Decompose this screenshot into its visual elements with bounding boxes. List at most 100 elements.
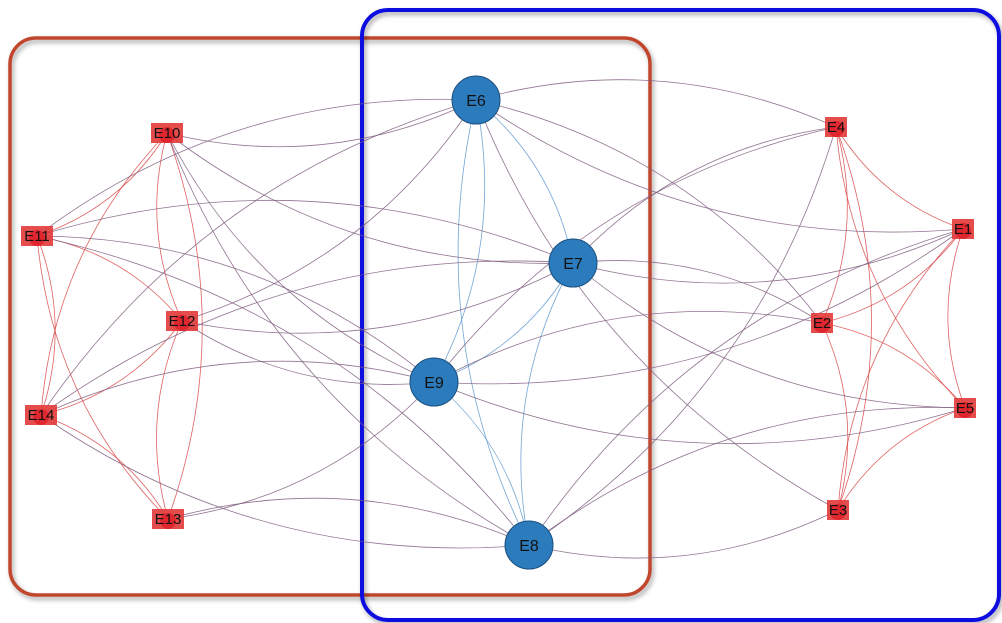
edge-E3-E4 — [835, 126, 872, 511]
edge-E7-E2 — [572, 260, 823, 324]
node-e3[interactable]: E3 — [827, 500, 849, 520]
node-e1[interactable]: E1 — [952, 219, 974, 239]
edge-E7-E11 — [36, 199, 574, 264]
edge-E8-E9 — [433, 381, 530, 546]
node-dot — [33, 409, 49, 425]
edge-E9-E14 — [40, 360, 435, 416]
node-e2[interactable]: E2 — [811, 313, 833, 333]
edge-E6-E14 — [40, 99, 477, 416]
edge-E8-E1 — [528, 228, 964, 546]
node-e6[interactable]: E6 — [451, 75, 501, 125]
edge-E7-E1 — [572, 228, 964, 284]
node-label: E11 — [24, 228, 50, 245]
node-label: E12 — [169, 313, 196, 330]
edge-E9-E4 — [433, 126, 837, 383]
node-e8[interactable]: E8 — [504, 520, 554, 570]
node-label: E13 — [155, 511, 182, 528]
edge-E12-E13 — [156, 320, 183, 520]
edge-E1-E3 — [837, 228, 964, 511]
edge-E9-E13 — [167, 381, 435, 520]
edge-E6-E9 — [433, 99, 486, 383]
node-e14[interactable]: E14 — [25, 405, 57, 425]
edge-E7-E10 — [166, 132, 574, 264]
edge-E7-E4 — [572, 126, 837, 264]
edge-E4-E5 — [835, 126, 966, 409]
node-dot — [159, 127, 175, 143]
node-dot — [814, 317, 830, 333]
node-dot — [828, 121, 844, 137]
node-dot — [830, 504, 846, 520]
edge-E13-E14 — [40, 414, 169, 520]
node-label: E3 — [829, 502, 847, 519]
blue-group-boundary — [360, 8, 1001, 622]
edge-E10-E13 — [166, 132, 203, 520]
edge-E8-E3 — [528, 509, 839, 559]
node-label: E5 — [956, 400, 974, 417]
node-label: E9 — [424, 375, 444, 392]
edge-E7-E12 — [181, 262, 574, 334]
node-e11[interactable]: E11 — [21, 226, 53, 246]
node-dot — [29, 230, 45, 246]
edge-E8-E14 — [40, 414, 530, 549]
node-label: E14 — [28, 407, 55, 424]
edge-E3-E5 — [837, 407, 966, 511]
edge-E7-E9 — [433, 262, 574, 383]
node-e4[interactable]: E4 — [825, 117, 847, 137]
edge-E9-E12 — [181, 320, 435, 385]
edge-E7-E5 — [572, 262, 966, 409]
red-group-boundary — [8, 36, 652, 597]
edge-E9-E11 — [36, 235, 435, 383]
edge-E6-E2 — [475, 99, 823, 324]
node-circle — [451, 75, 501, 125]
node-label: E6 — [466, 93, 486, 110]
node-dot — [955, 223, 971, 239]
edge-E6-E8 — [457, 99, 530, 546]
edge-E8-E10 — [166, 132, 530, 546]
node-label: E8 — [519, 538, 539, 555]
node-dot — [174, 315, 190, 331]
edge-E9-E10 — [166, 132, 435, 383]
node-e10[interactable]: E10 — [151, 123, 183, 143]
node-label: E2 — [813, 315, 831, 332]
edge-E6-E1 — [475, 99, 964, 233]
edge-E12-E14 — [40, 320, 183, 416]
edge-E8-E11 — [36, 235, 530, 546]
edge-E11-E14 — [36, 235, 56, 416]
node-e13[interactable]: E13 — [152, 509, 184, 529]
edge-E9-E5 — [433, 381, 966, 445]
edge-E1-E2 — [821, 228, 964, 324]
node-circle — [504, 520, 554, 570]
node-e7[interactable]: E7 — [548, 238, 598, 288]
edge-E7-E8 — [520, 262, 574, 546]
node-circle — [548, 238, 598, 288]
edge-E6-E12 — [181, 99, 477, 322]
edge-E11-E13 — [36, 235, 169, 520]
edge-E2-E4 — [821, 126, 848, 324]
node-circle — [409, 357, 459, 407]
node-dot — [160, 513, 176, 529]
edge-E6-E11 — [36, 98, 477, 237]
edge-E10-E14 — [40, 132, 168, 416]
edge-E2-E3 — [821, 322, 849, 511]
edge-E7-E14 — [40, 260, 574, 416]
node-e9[interactable]: E9 — [409, 357, 459, 407]
edge-E6-E3 — [475, 99, 839, 511]
edge-E9-E1 — [433, 228, 964, 385]
node-e12[interactable]: E12 — [166, 311, 198, 331]
edge-E8-E4 — [528, 126, 837, 546]
node-label: E7 — [563, 256, 583, 273]
node-label: E4 — [827, 119, 845, 136]
edge-E10-E12 — [156, 132, 183, 322]
edge-E1-E5 — [947, 228, 966, 409]
node-e5[interactable]: E5 — [954, 398, 976, 418]
node-dot — [957, 402, 973, 418]
edge-E6-E4 — [475, 79, 837, 128]
node-label: E10 — [154, 125, 181, 142]
node-label: E1 — [954, 221, 972, 238]
edge-E6-E10 — [166, 99, 477, 148]
edge-E2-E5 — [821, 322, 966, 409]
edge-E10-E11 — [36, 132, 168, 237]
edge-E1-E4 — [835, 126, 964, 230]
edge-E8-E13 — [167, 497, 530, 546]
